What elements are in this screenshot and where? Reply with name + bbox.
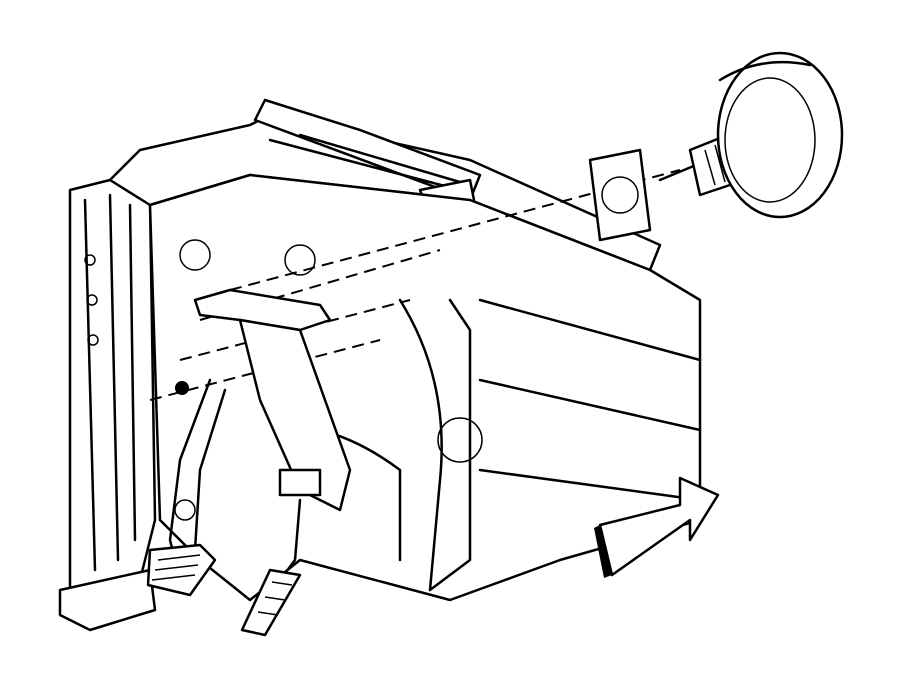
pedal-bracket [175, 288, 352, 512]
front-direction-arrow [594, 476, 720, 578]
booster-gasket [588, 148, 652, 242]
brake-pedal[interactable] [146, 378, 227, 597]
brake-booster [716, 51, 844, 219]
accelerator-pedal[interactable] [240, 498, 302, 637]
a-pillar-panel [58, 178, 157, 632]
